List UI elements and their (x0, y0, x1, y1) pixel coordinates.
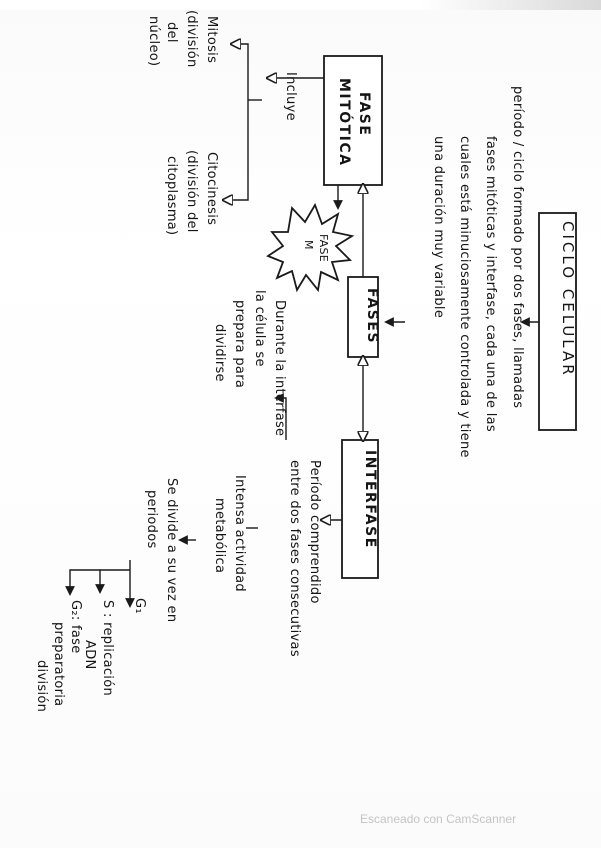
s-arrow (95, 569, 130, 594)
periodo-to-durante-arrow (274, 393, 287, 440)
periodo-line2: entre dos fases consecutivas (287, 460, 302, 657)
fase-mitotica-line1: FASE (356, 92, 372, 136)
mitosis-line1: Mitosis (204, 16, 219, 63)
incluye-to-mitosis-branch (232, 44, 249, 100)
incluye-label: Incluye (283, 72, 298, 121)
definition-line1: período / ciclo formado por dos fases, l… (510, 86, 525, 408)
durante-line1: Durante la interfase (272, 300, 287, 436)
mitosis-line2: (división (184, 10, 199, 68)
title-box (538, 212, 577, 431)
definition-line3: cuales está minuciosamente controlada y … (457, 136, 472, 458)
definition-line4: una duración muy variable (431, 136, 446, 318)
durante-line4: dividirse (212, 324, 227, 382)
s-line1: S : replicación (100, 600, 115, 696)
durante-line2: la célula se (252, 290, 267, 367)
s-line2: ADN (82, 640, 97, 670)
g2-arrow (65, 569, 100, 596)
g2-line2: preparatoria (51, 622, 66, 706)
title-text: CICLO CELULAR (559, 221, 577, 378)
fases-text: FASES (364, 288, 380, 344)
scanner-watermark: Escaneado con CamScanner (360, 812, 517, 826)
se-divide-line2: periodos (144, 490, 159, 549)
g2-line3: división (34, 660, 49, 712)
incluye-to-citocinesis-branch (224, 100, 249, 200)
durante-line3: prepara para (232, 300, 247, 388)
periodo-line1: Período comprendido (307, 460, 322, 604)
interfase-text: INTERFASE (362, 450, 378, 549)
intensa-line1: Intensa actividad (232, 475, 247, 592)
citocinesis-line2: (división del (184, 150, 199, 233)
definition-line2: fases mitóticas y interfase, cada una de… (483, 136, 498, 432)
g1-label: G₁ (132, 598, 147, 614)
citocinesis-line3: citoplasma) (164, 156, 179, 235)
mitosis-line3: del (164, 22, 179, 43)
fase-m-line2: M (302, 240, 315, 250)
mitosis-line4: núcleo) (146, 16, 161, 66)
citocinesis-line1: Citocinesis (204, 152, 219, 225)
intensa-line2: metabólica (212, 498, 227, 573)
fase-mitotica-line2: MITÓTICA (336, 78, 354, 166)
fase-mitotica-box (323, 55, 383, 186)
se-divide-line1: Se divide a su vez en (164, 478, 179, 622)
scan-edge-shadow (0, 0, 601, 10)
g2-line1: G₂: fase (68, 600, 83, 654)
fase-m-burst (266, 202, 355, 293)
fase-m-line1: FASE (317, 234, 330, 262)
